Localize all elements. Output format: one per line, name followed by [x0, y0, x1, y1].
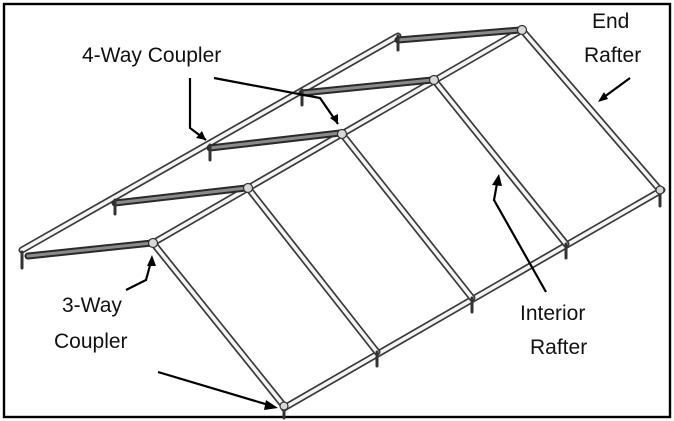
three-way-coupler-fitting [147, 237, 159, 249]
four-way-arrow-left [188, 78, 207, 141]
four-way-coupler-fitting-1 [242, 182, 254, 194]
four-way-coupler-fitting-3 [428, 74, 440, 86]
three-way-label-line2: Coupler [54, 330, 128, 353]
four-way-arrow-right [213, 76, 339, 125]
legs [20, 34, 662, 420]
end-rafter-label-line1: End [592, 10, 629, 33]
couplers [147, 24, 665, 411]
end-rafter-label-line2: Rafter [584, 44, 641, 67]
purlins [24, 26, 524, 260]
end-coupler-fitting [516, 24, 528, 36]
rear-eave-tube [18, 32, 402, 254]
three-way-arrow [125, 257, 154, 291]
four-way-coupler-fitting-2 [336, 128, 348, 140]
interior-rafter-label-line1: Interior [520, 302, 585, 325]
three-way-label-line1: 3-Way [62, 294, 122, 317]
four-way-coupler-label: 4-Way Coupler [82, 44, 221, 67]
callout-arrows [125, 76, 631, 410]
rafters [149, 26, 664, 410]
coupler-arrow-lower [157, 370, 273, 408]
interior-rafter-label-line2: Rafter [530, 336, 587, 359]
